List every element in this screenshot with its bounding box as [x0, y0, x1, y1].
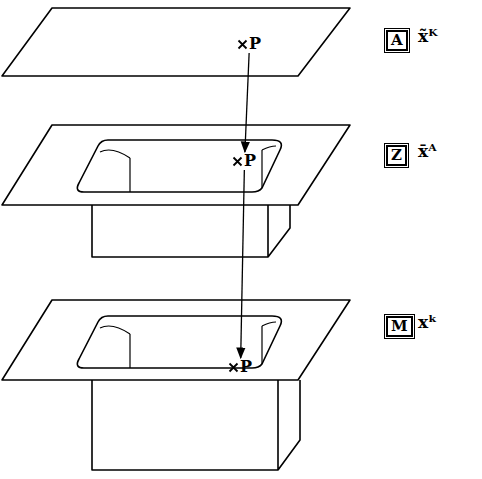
point-label: P	[249, 36, 261, 52]
cross-mark	[232, 156, 243, 167]
plane-letter: A	[391, 31, 403, 49]
basin-rim	[100, 322, 276, 334]
plane-letter: Z	[391, 146, 402, 164]
coordinate-symbol: xᵏ	[418, 312, 437, 332]
plane-m	[2, 300, 350, 380]
point-marker: P	[237, 35, 262, 53]
point-label: P	[244, 153, 256, 169]
boxed-letter: M	[386, 316, 413, 337]
mapping-arrow	[241, 170, 245, 358]
cross-mark	[228, 362, 239, 373]
basin-m	[92, 380, 300, 470]
plane-z	[2, 125, 350, 205]
boxed-letter: A	[386, 30, 408, 51]
point-marker: P	[228, 358, 253, 376]
basin-z	[92, 205, 290, 257]
coordinate-symbol: x̃ᴷ	[418, 26, 437, 46]
boxed-letter: Z	[386, 145, 407, 166]
point-label: P	[240, 359, 252, 375]
basin-wall	[130, 150, 262, 192]
cross-mark	[237, 39, 248, 50]
plane-letter: M	[391, 317, 408, 335]
point-marker: P	[232, 152, 257, 170]
coordinate-symbol: x̄ᴬ	[418, 141, 436, 161]
mapping-arrow	[245, 53, 249, 152]
plane-a	[2, 8, 350, 76]
